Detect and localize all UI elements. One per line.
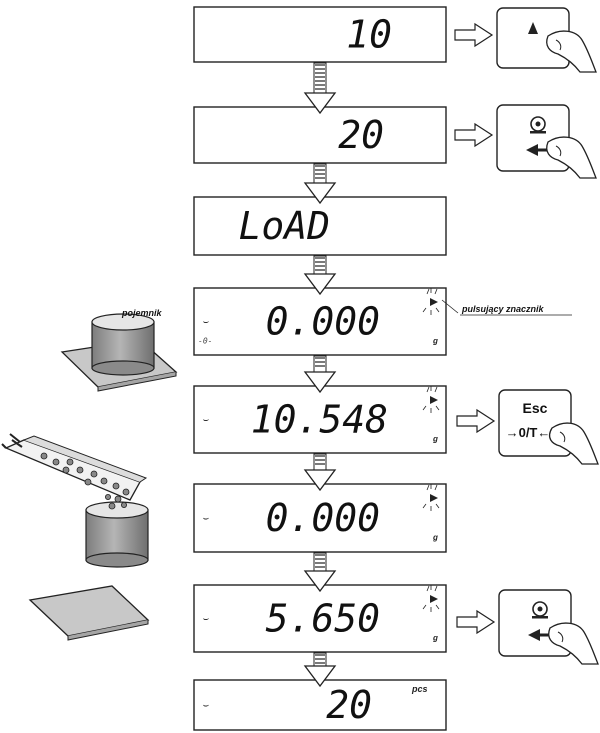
display-value: 0.000 <box>266 300 380 344</box>
blinking-indicator-label: pulsujący znacznik <box>461 304 545 314</box>
display-value: 20 <box>326 683 372 727</box>
enter-key[interactable] <box>497 105 596 178</box>
stable-marker-icon: ⌣ <box>202 415 209 426</box>
finger-icon <box>547 137 596 178</box>
zero-marker-icon: -0- <box>198 337 212 346</box>
enter-key-2[interactable] <box>499 590 598 664</box>
display-panel: 0.000 ⌣ g <box>194 484 446 552</box>
display-value: LoAD <box>238 204 330 248</box>
side-arrow-1 <box>455 24 492 46</box>
finger-icon <box>550 423 598 464</box>
display-panel: 20 <box>194 107 446 163</box>
tare-label: →0/T← <box>506 425 551 440</box>
unit-label: pcs <box>411 684 428 694</box>
container-illustration: pojemnik <box>62 308 176 391</box>
blinking-indicator-annotation: pulsujący znacznik <box>442 300 572 315</box>
side-arrow-5 <box>457 410 494 432</box>
esc-tare-key[interactable]: Esc →0/T← <box>499 390 598 464</box>
container-label: pojemnik <box>121 308 163 318</box>
pouring-illustration <box>2 434 148 640</box>
unit-label: g <box>432 337 438 346</box>
side-arrow-2 <box>455 124 492 146</box>
display-panel: 0.000 ⌣ -0- g <box>194 288 446 355</box>
display-value: 20 <box>338 113 384 157</box>
display-panel: LoAD <box>194 197 446 255</box>
unit-label: g <box>432 435 438 444</box>
side-arrow-7 <box>457 611 494 633</box>
stable-marker-icon: ⌣ <box>202 317 209 328</box>
stable-marker-icon: ⌣ <box>202 513 209 524</box>
display-value: 5.650 <box>266 597 380 641</box>
flow-down-arrow <box>305 63 335 113</box>
display-value: 0.000 <box>266 496 380 540</box>
stable-marker-icon: ⌣ <box>202 614 209 625</box>
stable-marker-icon: ⌣ <box>202 700 209 711</box>
display-panel: 20 ⌣ pcs <box>194 680 446 730</box>
display-value: 10.548 <box>251 398 388 442</box>
display-panels: 1020LoAD0.000⌣-0-g10.548⌣g0.000⌣g5.650⌣g… <box>194 7 446 730</box>
finger-icon <box>549 623 598 664</box>
unit-label: g <box>432 634 438 643</box>
up-arrow-key[interactable] <box>497 8 596 72</box>
display-panel: 10 <box>194 7 446 62</box>
display-panel: 10.548 ⌣ g <box>194 386 446 453</box>
display-panel: 5.650 ⌣ g <box>194 585 446 652</box>
esc-label: Esc <box>523 400 548 416</box>
display-value: 10 <box>346 13 392 57</box>
unit-label: g <box>432 533 438 542</box>
